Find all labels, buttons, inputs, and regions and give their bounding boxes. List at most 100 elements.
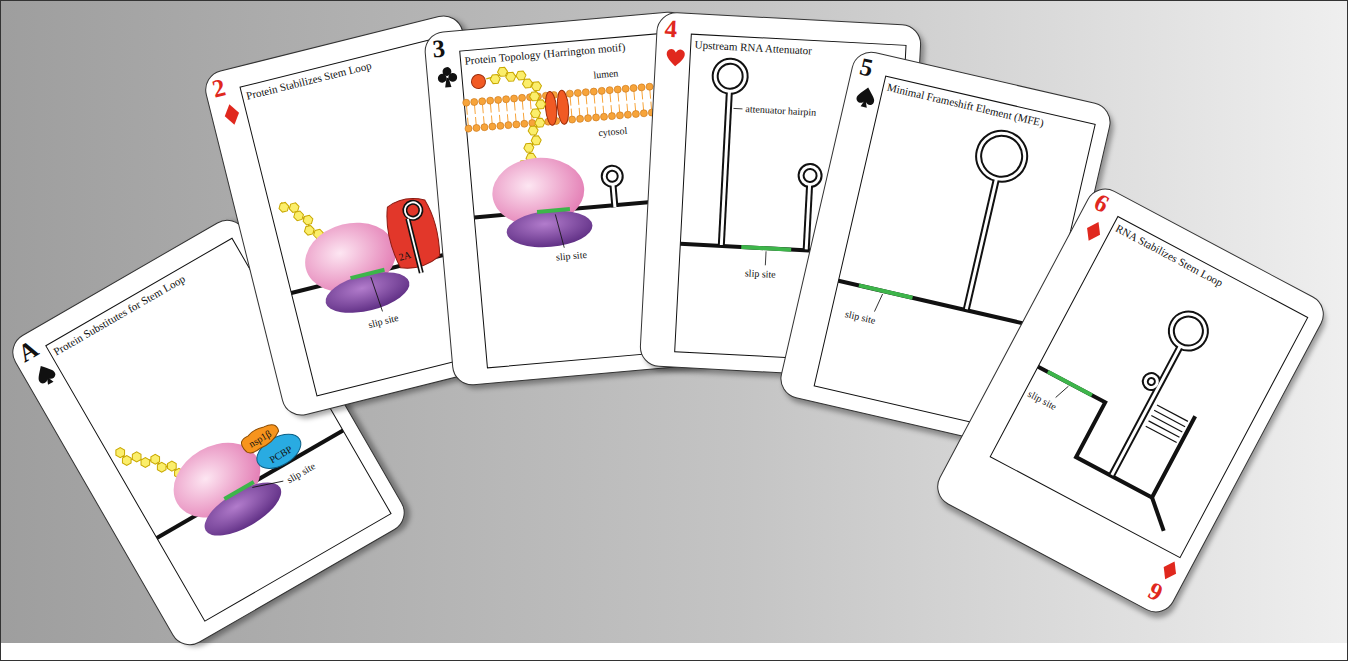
lipid-tail bbox=[578, 95, 580, 115]
suit-symbol bbox=[1082, 218, 1105, 243]
amino-acid-hexagon bbox=[530, 135, 541, 145]
rna-loop bbox=[1143, 373, 1159, 389]
part-label: lumen bbox=[592, 67, 618, 80]
card-rank: A bbox=[13, 334, 42, 367]
lipid-head bbox=[510, 94, 518, 102]
rna-loop bbox=[974, 128, 1029, 183]
lipid-tail bbox=[617, 92, 619, 112]
slip-site-segment bbox=[1047, 371, 1091, 394]
protein-blob bbox=[381, 193, 444, 272]
lipid-tail bbox=[586, 95, 588, 115]
lipid-head bbox=[608, 112, 616, 120]
leader-line bbox=[1055, 383, 1068, 400]
suit-symbol bbox=[854, 85, 876, 108]
membrane-helix bbox=[544, 90, 558, 125]
amino-acid-hexagon bbox=[497, 67, 508, 76]
rna-loop-core bbox=[403, 200, 422, 219]
ribosome-small-subunit bbox=[196, 471, 288, 545]
membrane-helix bbox=[556, 89, 570, 124]
lipid-head bbox=[496, 122, 504, 130]
lipid-head bbox=[494, 96, 502, 104]
leader-line bbox=[370, 276, 382, 312]
lipid-head bbox=[488, 122, 496, 130]
lipid-head bbox=[480, 123, 488, 131]
rna-stem bbox=[721, 91, 729, 245]
lipid-head bbox=[518, 94, 526, 102]
lipid-head bbox=[600, 112, 608, 120]
part-label: slip site bbox=[744, 267, 775, 280]
lipid-head bbox=[645, 82, 653, 90]
amino-acid-hexagon bbox=[534, 118, 545, 127]
amino-acid-hexagon bbox=[523, 143, 534, 153]
card-rank: 2 bbox=[209, 73, 228, 103]
card-rank: 4 bbox=[663, 14, 677, 42]
rna-stem bbox=[407, 218, 420, 272]
amino-acid-hexagon bbox=[529, 91, 540, 100]
leader-line bbox=[733, 107, 742, 108]
amino-acid-hexagon bbox=[489, 74, 500, 84]
rna-loop bbox=[714, 60, 746, 92]
card-rank: 6 bbox=[1143, 576, 1167, 606]
amino-acid-hexagon bbox=[148, 452, 161, 465]
rna-strand bbox=[1008, 340, 1194, 497]
rna-strand bbox=[1140, 497, 1174, 530]
part-label: slip site bbox=[844, 308, 877, 326]
lipid-tail bbox=[530, 100, 532, 120]
suit-symbol bbox=[447, 72, 457, 82]
lipid-tail bbox=[625, 91, 627, 111]
lipid-head bbox=[472, 124, 480, 132]
card-rank: 6 bbox=[1089, 187, 1113, 217]
rna-stem bbox=[1111, 346, 1180, 475]
rna-stem-core bbox=[612, 184, 614, 207]
rna-loop bbox=[800, 166, 819, 185]
card-rank: 5 bbox=[857, 52, 875, 82]
lipid-head bbox=[486, 96, 494, 104]
lipid-head bbox=[464, 124, 472, 132]
rna-loop bbox=[603, 167, 620, 184]
suit-symbol bbox=[222, 102, 241, 126]
lipid-tail bbox=[609, 93, 611, 113]
rna-loop-core bbox=[1165, 308, 1211, 354]
lipid-head bbox=[613, 85, 621, 93]
lipid-head bbox=[632, 110, 640, 118]
base-pair-tick bbox=[1148, 420, 1179, 436]
lipid-head bbox=[574, 89, 582, 97]
slip-site-segment bbox=[224, 481, 253, 498]
amino-acid-hexagon bbox=[530, 108, 541, 117]
base-pair-tick bbox=[1157, 404, 1188, 420]
lipid-head bbox=[605, 86, 613, 94]
suit-symbol bbox=[666, 48, 685, 66]
terminal-domain bbox=[470, 73, 485, 88]
slip-site-segment bbox=[350, 269, 384, 277]
lipid-head bbox=[528, 119, 536, 127]
amino-acid-hexagon bbox=[303, 224, 315, 235]
lipid-tail bbox=[490, 103, 492, 123]
suit-symbol bbox=[1158, 558, 1180, 582]
part-label: cytosol bbox=[597, 124, 627, 137]
amino-acid-hexagon bbox=[288, 202, 300, 213]
lipid-head bbox=[637, 83, 645, 91]
lipid-head bbox=[470, 98, 478, 106]
amino-acid-hexagon bbox=[277, 201, 289, 212]
lipid-head bbox=[589, 87, 597, 95]
rna-stem-core bbox=[1111, 346, 1180, 475]
lipid-head bbox=[462, 98, 470, 106]
lipid-tail bbox=[514, 101, 516, 121]
lipid-head bbox=[624, 110, 632, 118]
amino-acid-hexagon bbox=[515, 70, 526, 80]
card-title: Protein Stabilizes Stem Loop bbox=[244, 59, 372, 102]
leader-line bbox=[874, 293, 882, 312]
rna-loop-core bbox=[603, 167, 620, 184]
card-title: Upstream RNA Attenuator bbox=[694, 38, 812, 56]
part-label: slip site bbox=[555, 248, 587, 262]
card-rank: 3 bbox=[431, 34, 446, 62]
lipid-head bbox=[629, 84, 637, 92]
lipid-tail bbox=[601, 93, 603, 113]
part-label: 2A bbox=[397, 249, 412, 263]
part-label: slip site bbox=[1026, 387, 1058, 411]
lipid-tail bbox=[498, 102, 500, 122]
suit-symbol bbox=[33, 361, 58, 387]
rna-stem-core bbox=[966, 178, 996, 309]
lipid-head bbox=[504, 121, 512, 129]
